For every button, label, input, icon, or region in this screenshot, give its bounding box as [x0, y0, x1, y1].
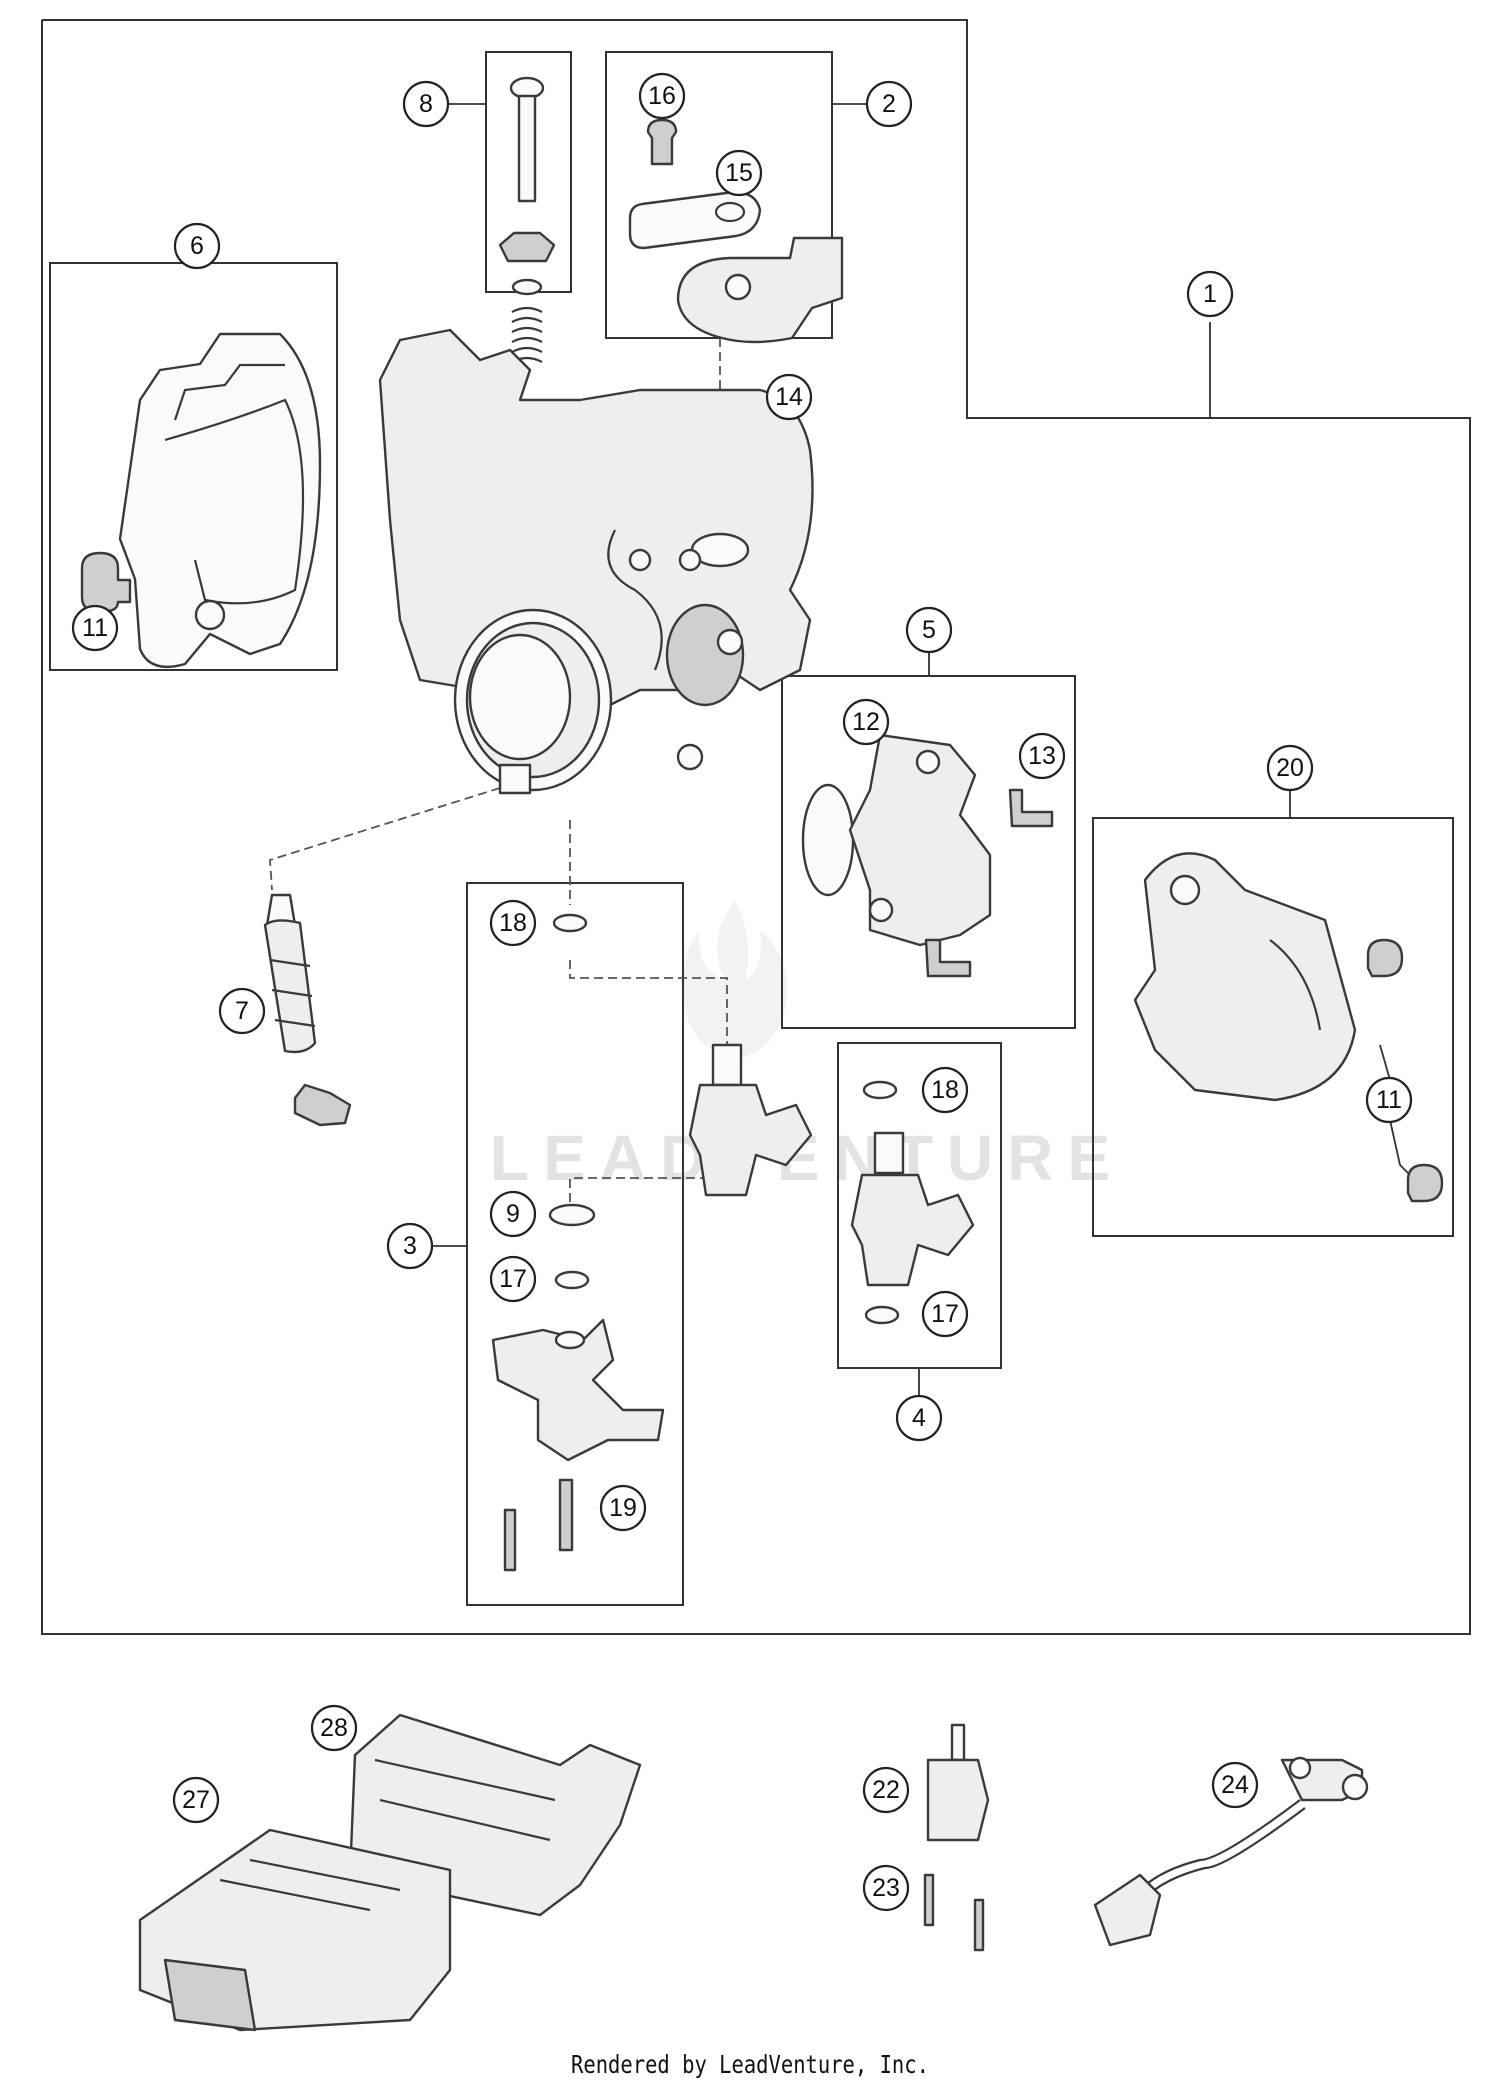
callout-15: 15: [715, 149, 763, 197]
callout-8: 8: [402, 80, 450, 128]
svg-text:28: 28: [320, 1714, 348, 1742]
callout-13: 13: [1018, 732, 1066, 780]
svg-text:19: 19: [609, 1494, 637, 1522]
svg-text:24: 24: [1221, 1771, 1249, 1799]
callout-24: 24: [1211, 1761, 1259, 1809]
svg-text:22: 22: [872, 1776, 900, 1804]
svg-text:17: 17: [931, 1300, 959, 1328]
svg-text:11: 11: [1376, 1086, 1402, 1114]
callout-22: 22: [862, 1766, 910, 1814]
callout-5: 5: [905, 606, 953, 654]
throttle-body: [378, 328, 814, 795]
svg-text:13: 13: [1028, 742, 1056, 770]
svg-text:18: 18: [931, 1076, 959, 1104]
injector-part-3: [491, 913, 813, 1572]
svg-text:15: 15: [725, 159, 753, 187]
callout-27: 27: [172, 1776, 220, 1824]
sensor-part-22: [923, 1723, 990, 1952]
svg-text:27: 27: [182, 1786, 210, 1814]
callout-28: 28: [310, 1704, 358, 1752]
callout-20: 20: [1266, 744, 1314, 792]
callout-18b: 18: [921, 1066, 969, 1114]
svg-text:11: 11: [82, 614, 108, 642]
callout-7: 7: [218, 987, 266, 1035]
svg-text:1: 1: [1203, 280, 1217, 308]
svg-text:3: 3: [403, 1232, 417, 1260]
throttle-sensor-part-2: [628, 118, 844, 453]
harness-part-24: [1093, 1756, 1369, 1947]
idle-screw-part-8: [498, 76, 556, 363]
frame-3: [466, 882, 684, 1606]
callout-3: 3: [386, 1222, 434, 1270]
callout-11b: 11: [1365, 1076, 1413, 1124]
sensor-cover-part-20: [1133, 852, 1444, 1203]
svg-text:6: 6: [190, 232, 204, 260]
callout-16: 16: [638, 72, 686, 120]
svg-text:2: 2: [882, 90, 896, 118]
svg-text:16: 16: [648, 82, 676, 110]
svg-text:18: 18: [499, 909, 527, 937]
footer-credit: Rendered by LeadVenture, Inc.: [571, 2050, 929, 2079]
watermark-flame-icon: [682, 900, 788, 1060]
svg-text:9: 9: [506, 1200, 520, 1228]
svg-text:23: 23: [872, 1874, 900, 1902]
svg-text:5: 5: [922, 616, 936, 644]
frame-20: [1092, 817, 1454, 1237]
svg-text:8: 8: [419, 90, 433, 118]
callout-14: 14: [765, 373, 813, 421]
svg-text:7: 7: [235, 997, 249, 1025]
callout-4: 4: [895, 1394, 943, 1442]
position-sensor-part-5: [801, 733, 1054, 978]
callout-6: 6: [173, 222, 221, 270]
throttle-cover-part-6: [80, 332, 322, 669]
injector-part-4: [850, 1080, 975, 1325]
svg-text:17: 17: [499, 1265, 527, 1293]
callout-9: 9: [489, 1190, 537, 1238]
assembly-frame-1: [41, 19, 1471, 1635]
callout-17a: 17: [489, 1255, 537, 1303]
svg-text:12: 12: [852, 708, 880, 736]
callout-1: 1: [1186, 270, 1234, 318]
callout-12: 12: [842, 698, 890, 746]
callout-11a: 11: [71, 604, 119, 652]
callout-19: 19: [599, 1484, 647, 1532]
svg-text:14: 14: [775, 383, 803, 411]
svg-text:20: 20: [1276, 754, 1304, 782]
sensor-part-7: [263, 893, 352, 1127]
callout-17b: 17: [921, 1290, 969, 1338]
callout-2: 2: [865, 80, 913, 128]
ecu-part-27: [138, 1828, 452, 2032]
callout-23: 23: [862, 1864, 910, 1912]
svg-text:4: 4: [912, 1404, 926, 1432]
callout-18a: 18: [489, 899, 537, 947]
